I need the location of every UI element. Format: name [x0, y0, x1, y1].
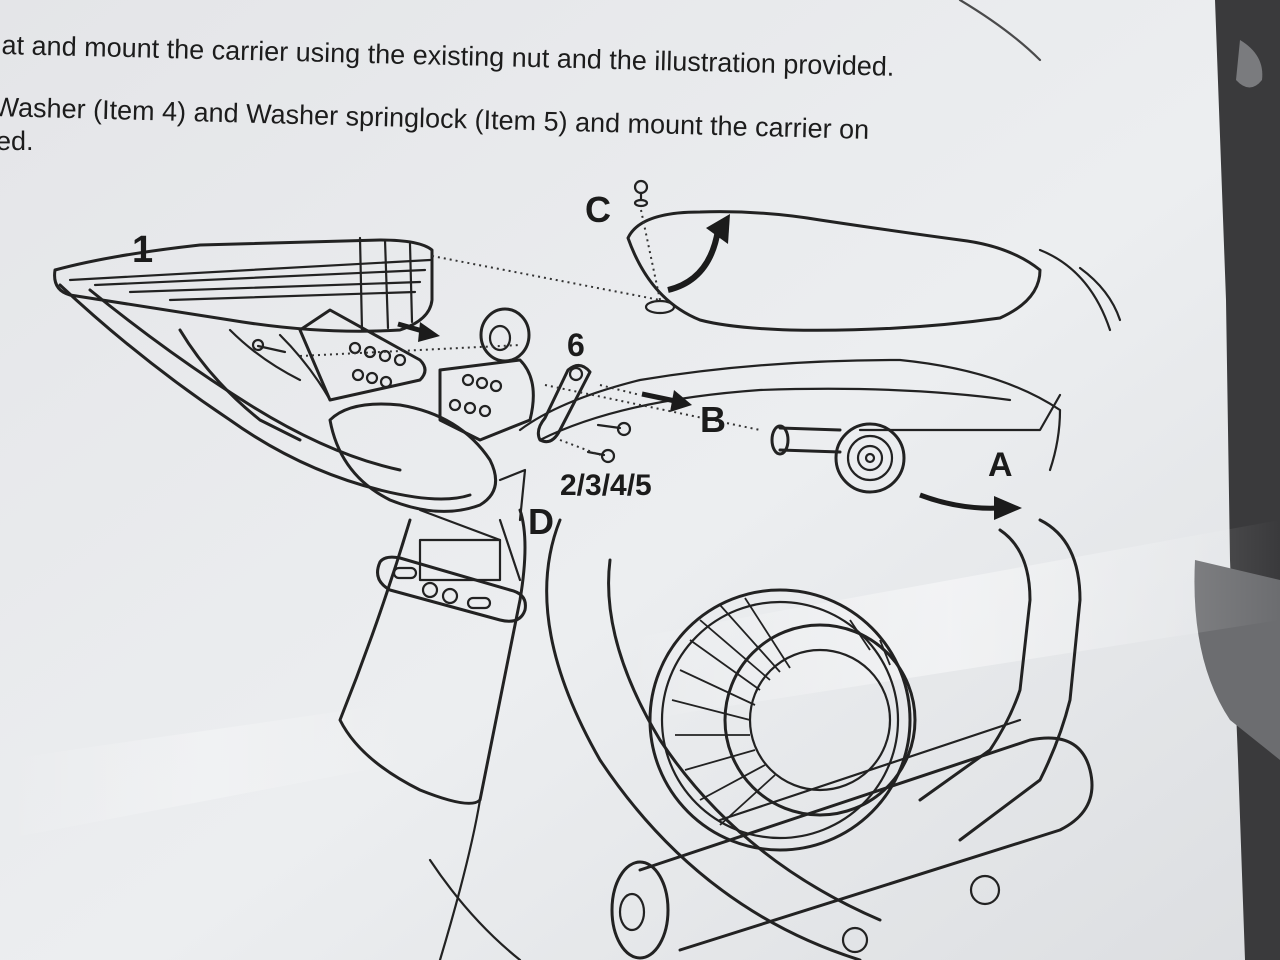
callout-items-2-5: 2/3/4/5 [560, 469, 652, 502]
callout-point-a: A [988, 446, 1013, 484]
tail-light [328, 402, 527, 542]
spacer-bracket-item-6 [536, 364, 592, 444]
alignment-lines [299, 209, 761, 456]
rear-wheel [428, 518, 917, 960]
callout-item-1: 1 [132, 229, 153, 271]
instruction-line-3: ed. [0, 126, 34, 156]
plastic-glare [0, 700, 420, 840]
bolt-left [251, 338, 287, 354]
rear-mudguard [338, 508, 527, 960]
luggage-carrier [53, 236, 472, 501]
plastic-glare [620, 520, 1280, 720]
arrow-b [641, 390, 692, 412]
turn-signal-rear [479, 307, 531, 363]
arrow-a [919, 492, 1022, 520]
seat-bolt [633, 179, 676, 315]
rear-fender-outline [518, 248, 1122, 472]
callout-item-6: 6 [567, 327, 585, 363]
arrow-bracket [397, 321, 440, 342]
license-plate-bracket [376, 555, 527, 623]
callout-point-d: D [528, 501, 554, 542]
seat [626, 210, 1042, 332]
turn-signal-side [770, 422, 906, 494]
wheel-spokes [671, 597, 891, 826]
callout-point-c: C [585, 189, 611, 230]
callout-point-b: B [700, 399, 726, 440]
exhaust-pipe [610, 718, 1094, 960]
metal-part-top-right [1236, 40, 1263, 88]
arrow-seat-lift [667, 214, 730, 293]
frame-tube [918, 518, 1082, 842]
plastic-fold [958, 0, 1042, 62]
bolts-items-2-5 [586, 421, 632, 464]
mounting-bracket-right [438, 358, 535, 442]
